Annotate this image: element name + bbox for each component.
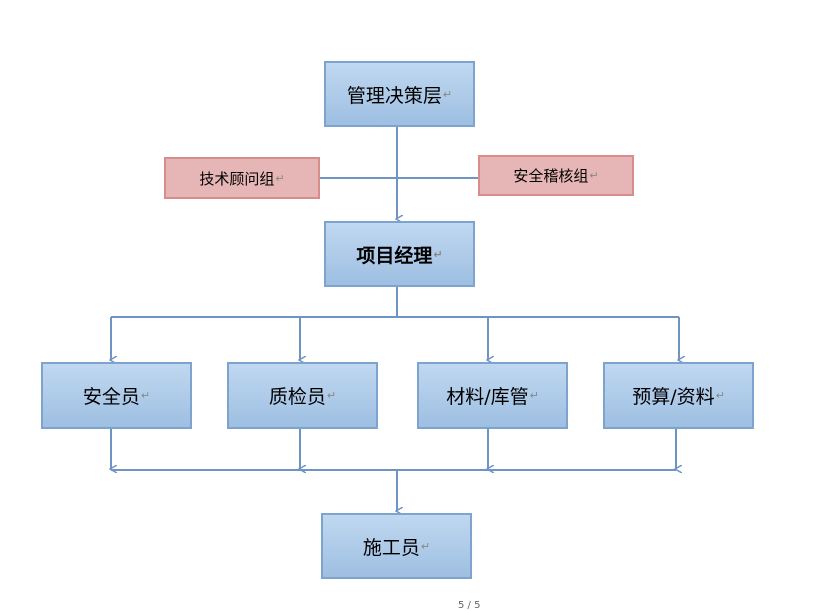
node-materials-warehouse: 材料/库管↵ bbox=[417, 362, 568, 429]
node-budget-documents: 预算/资料↵ bbox=[603, 362, 754, 429]
node-tech-advisory: 技术顾问组↵ bbox=[164, 157, 320, 199]
paragraph-mark: ↵ bbox=[589, 169, 599, 182]
paragraph-mark: ↵ bbox=[433, 247, 443, 261]
paragraph-mark: ↵ bbox=[715, 389, 725, 402]
node-label: 材料/库管 bbox=[446, 386, 529, 408]
page-indicator: 5 / 5 bbox=[458, 600, 481, 611]
node-label: 管理决策层 bbox=[346, 84, 442, 107]
node-label: 质检员 bbox=[268, 386, 326, 408]
paragraph-mark: ↵ bbox=[529, 389, 539, 402]
node-label: 技术顾问组 bbox=[199, 169, 275, 188]
paragraph-mark: ↵ bbox=[442, 87, 453, 101]
node-safety-audit: 安全稽核组↵ bbox=[478, 155, 634, 196]
node-label: 安全员 bbox=[82, 386, 140, 408]
node-label: 预算/资料 bbox=[632, 386, 715, 408]
node-label: 施工员 bbox=[362, 536, 420, 559]
node-project-manager: 项目经理↵ bbox=[324, 221, 475, 287]
paragraph-mark: ↵ bbox=[326, 389, 337, 402]
node-constructor: 施工员↵ bbox=[321, 513, 472, 579]
node-safety-officer: 安全员↵ bbox=[41, 362, 192, 429]
paragraph-mark: ↵ bbox=[140, 389, 151, 402]
node-top-management: 管理决策层↵ bbox=[324, 61, 475, 127]
node-label: 安全稽核组 bbox=[513, 167, 589, 185]
node-quality-inspector: 质检员↵ bbox=[227, 362, 378, 429]
paragraph-mark: ↵ bbox=[420, 539, 431, 553]
node-label: 项目经理 bbox=[356, 244, 433, 267]
paragraph-mark: ↵ bbox=[275, 171, 285, 185]
